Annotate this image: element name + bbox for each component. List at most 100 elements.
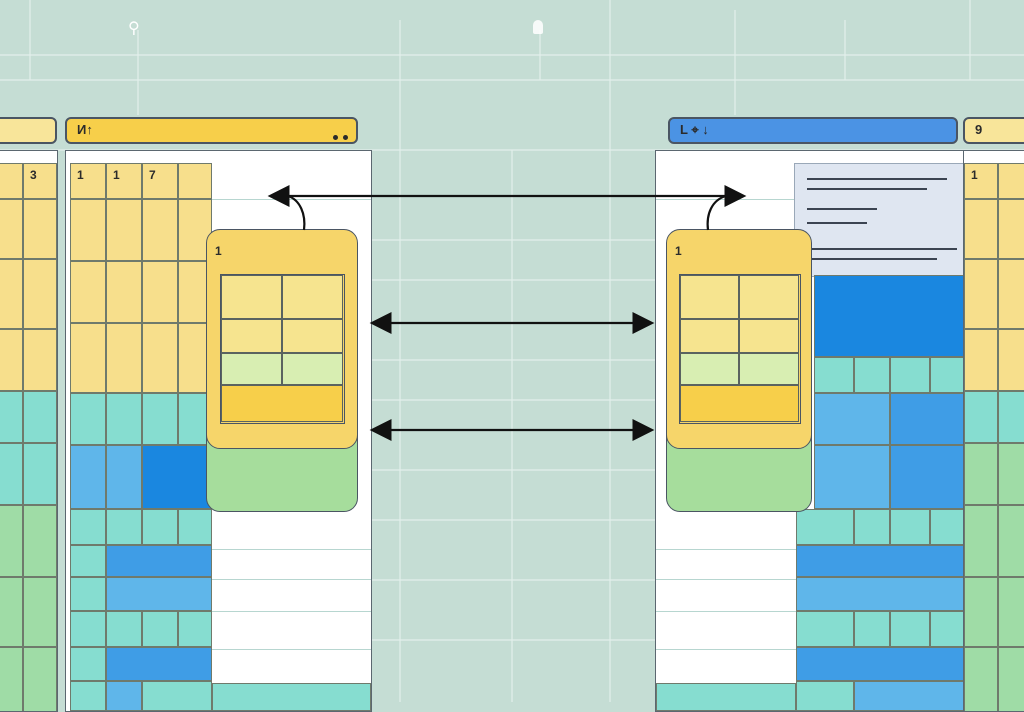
- grid-cell[interactable]: [930, 611, 966, 647]
- grid-cell[interactable]: [854, 611, 890, 647]
- grid-cell[interactable]: [854, 509, 890, 545]
- grid-cell[interactable]: [106, 323, 142, 393]
- grid-cell[interactable]: [106, 647, 212, 681]
- grid-cell[interactable]: [70, 199, 106, 261]
- stub-cell: [0, 505, 23, 577]
- mini-cell: [221, 319, 282, 353]
- grid-cell[interactable]: [70, 545, 106, 577]
- grid-cell[interactable]: [70, 393, 106, 445]
- right-toolbar-icons[interactable]: L ⌖ ↓: [680, 122, 709, 137]
- grid-cell[interactable]: [814, 393, 890, 445]
- text-line: [807, 208, 877, 210]
- grid-cell[interactable]: [142, 611, 178, 647]
- grid-cell[interactable]: [142, 393, 178, 445]
- edge-cell: [998, 329, 1024, 391]
- grid-cell[interactable]: [142, 681, 212, 711]
- stub-cell: [23, 505, 57, 577]
- grid-cell[interactable]: [106, 545, 212, 577]
- header-cell[interactable]: [178, 163, 212, 199]
- grid-cell[interactable]: [106, 393, 142, 445]
- grid-cell[interactable]: [142, 199, 178, 261]
- stub-cell: [0, 163, 23, 199]
- text-line: [807, 222, 867, 224]
- grid-cell[interactable]: [106, 261, 142, 323]
- grid-cell[interactable]: [106, 509, 142, 545]
- edge-cell: [964, 259, 998, 329]
- header-cell[interactable]: 7: [142, 163, 178, 199]
- header-cell[interactable]: 1: [70, 163, 106, 199]
- row-divider: [656, 549, 796, 550]
- grid-cell[interactable]: [890, 357, 930, 393]
- grid-cell[interactable]: [890, 393, 966, 445]
- header-cell[interactable]: 1: [106, 163, 142, 199]
- grid-cell[interactable]: [70, 323, 106, 393]
- grid-cell[interactable]: [890, 445, 966, 509]
- grid-cell[interactable]: [70, 577, 106, 611]
- grid-cell[interactable]: [814, 445, 890, 509]
- grid-cell[interactable]: [70, 261, 106, 323]
- grid-cell[interactable]: [142, 509, 178, 545]
- grid-cell[interactable]: [854, 357, 890, 393]
- stub-cell: [0, 577, 23, 647]
- stub-cell: [23, 391, 57, 443]
- right-floating-card[interactable]: 1: [666, 229, 812, 449]
- grid-cell[interactable]: [142, 323, 178, 393]
- mini-cell: [221, 385, 343, 422]
- left-stub-toolbar[interactable]: [0, 117, 57, 144]
- grid-cell-selected[interactable]: [142, 445, 212, 509]
- text-line: [807, 178, 947, 180]
- grid-cell[interactable]: [70, 611, 106, 647]
- grid-cell[interactable]: [178, 509, 212, 545]
- grid-cell[interactable]: [890, 509, 930, 545]
- grid-cell[interactable]: [178, 611, 212, 647]
- grid-cell[interactable]: [70, 445, 106, 509]
- grid-cell[interactable]: [106, 577, 212, 611]
- person-icon: ⚲: [128, 20, 140, 37]
- grid-cell[interactable]: [796, 681, 854, 711]
- mini-cell: [739, 353, 799, 385]
- grid-cell[interactable]: [70, 509, 106, 545]
- grid-cell[interactable]: [796, 509, 854, 545]
- grid-cell[interactable]: [656, 683, 796, 711]
- grid-cell[interactable]: [796, 611, 854, 647]
- grid-cell[interactable]: [142, 261, 178, 323]
- grid-cell[interactable]: [212, 683, 371, 711]
- left-toolbar-icons[interactable]: И↑: [77, 122, 93, 137]
- grid-cell[interactable]: [796, 647, 966, 681]
- grid-cell[interactable]: [70, 647, 106, 681]
- stub-cell: [23, 443, 57, 505]
- grid-cell[interactable]: [70, 681, 106, 711]
- left-floating-card[interactable]: 1: [206, 229, 358, 449]
- grid-cell[interactable]: [814, 357, 854, 393]
- edge-cell: [998, 443, 1024, 505]
- mini-cell: [221, 353, 282, 385]
- stub-cell: [0, 391, 23, 443]
- right-stub-toolbar[interactable]: 9: [963, 117, 1024, 144]
- grid-cell[interactable]: [930, 509, 966, 545]
- grid-cell[interactable]: [106, 445, 142, 509]
- edge-cell: [964, 505, 998, 577]
- edge-cell: [964, 199, 998, 259]
- right-toolbar[interactable]: L ⌖ ↓: [668, 117, 958, 144]
- grid-cell[interactable]: [890, 611, 930, 647]
- stub-cell: [0, 329, 23, 391]
- selected-range[interactable]: [814, 275, 966, 357]
- grid-cell[interactable]: [796, 545, 966, 577]
- grid-cell[interactable]: [854, 681, 966, 711]
- grid-cell[interactable]: [796, 577, 966, 611]
- left-toolbar[interactable]: И↑: [65, 117, 358, 144]
- mini-cell: [680, 319, 739, 353]
- grid-cell[interactable]: [930, 357, 966, 393]
- stub-cell: [0, 199, 23, 259]
- grid-cell[interactable]: [106, 611, 142, 647]
- mini-cell: [739, 275, 799, 319]
- grid-cell[interactable]: [106, 681, 142, 711]
- grid-cell[interactable]: [106, 199, 142, 261]
- more-options-icon[interactable]: [328, 128, 348, 143]
- stub-cell-number: 3: [23, 163, 57, 199]
- mini-cell: [680, 385, 799, 422]
- edge-cell: [998, 505, 1024, 577]
- edge-cell: [998, 259, 1024, 329]
- mini-cell: [739, 319, 799, 353]
- mini-cell: [282, 353, 343, 385]
